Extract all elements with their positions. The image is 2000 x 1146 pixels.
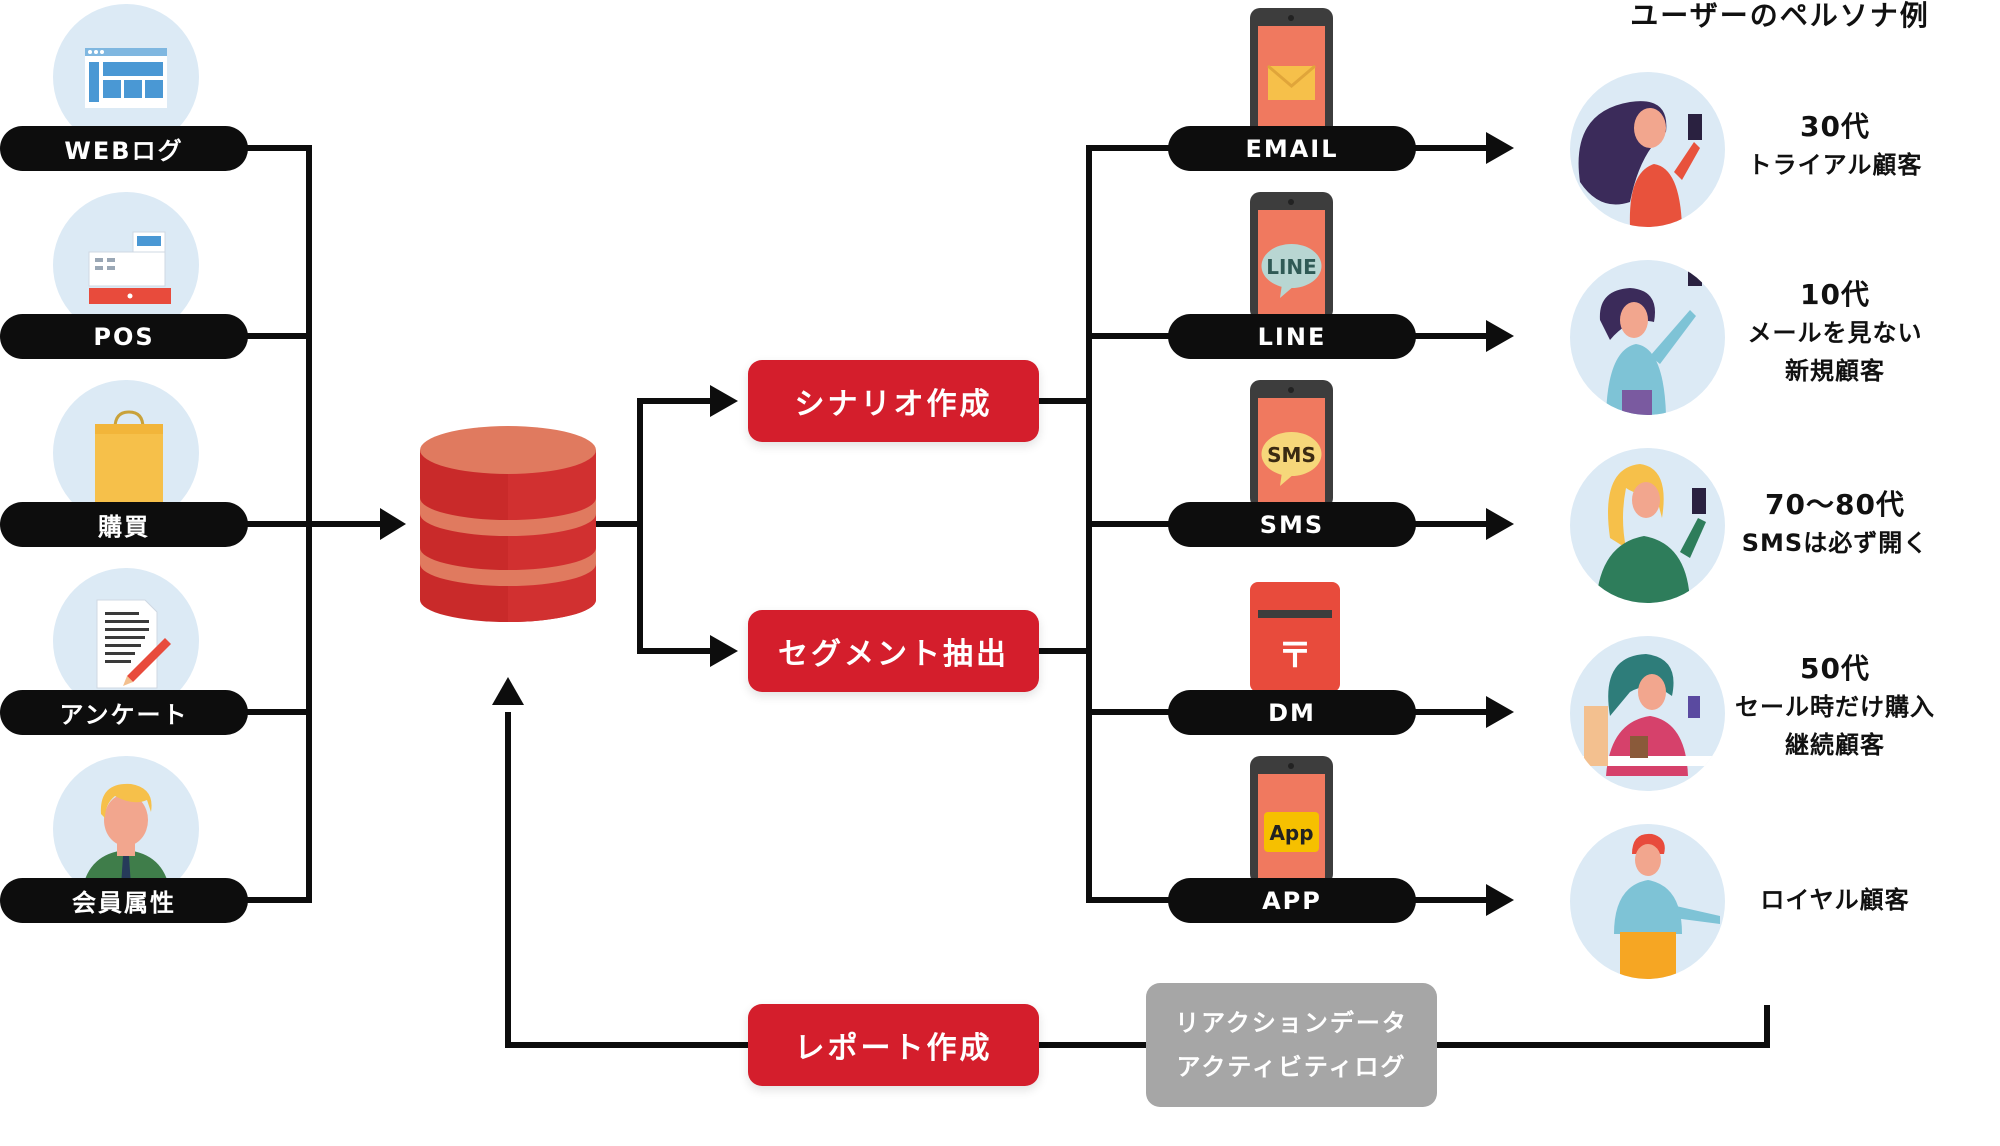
arrow-to-database	[380, 508, 406, 540]
persona-2-text: 10代 メールを見ない 新規顧客	[1735, 276, 1935, 390]
app-badge-text: App	[1269, 821, 1313, 845]
channel-pill-email: EMAIL	[1168, 126, 1416, 171]
channel-pill-sms: SMS	[1168, 502, 1416, 547]
persona-5-line-1: ロイヤル顧客	[1760, 886, 1910, 914]
persona-2-age: 10代	[1800, 278, 1870, 311]
persona-2-line-1: メールを見ない	[1747, 319, 1923, 347]
source-pill-purchase: 購買	[0, 502, 248, 547]
app-phone-icon: App	[1250, 756, 1333, 884]
persona-5-text: ロイヤル顧客	[1735, 881, 1935, 919]
web-page-icon	[53, 4, 199, 150]
arrow-to-persona-5	[1486, 884, 1514, 916]
activity-log-label: アクティビティログ	[1176, 1053, 1407, 1081]
persona-4-age: 50代	[1800, 652, 1870, 685]
persona-1-line-1: トライアル顧客	[1747, 151, 1923, 179]
persona-2-line-2: 新規顧客	[1785, 357, 1885, 385]
persona-man-phone-icon	[1570, 824, 1725, 979]
postbox-icon: 〒	[1250, 582, 1340, 692]
persona-woman-phone-icon	[1570, 72, 1725, 227]
channel-pill-line: LINE	[1168, 314, 1416, 359]
persona-senior-woman-icon	[1570, 448, 1725, 603]
survey-document-icon	[53, 568, 199, 714]
arrow-to-persona-1	[1486, 132, 1514, 164]
persona-4-line-2: 継続顧客	[1785, 731, 1885, 759]
source-pill-survey: アンケート	[0, 690, 248, 735]
postbox-mark: 〒	[1278, 636, 1312, 676]
source-pill-web-log: WEBログ	[0, 126, 248, 171]
channel-pill-dm: DM	[1168, 690, 1416, 735]
persona-1-age: 30代	[1800, 110, 1870, 143]
arrow-to-persona-4	[1486, 696, 1514, 728]
scenario-button[interactable]: シナリオ作成	[748, 360, 1039, 442]
report-button[interactable]: レポート作成	[748, 1004, 1039, 1086]
segment-button[interactable]: セグメント抽出	[748, 610, 1039, 692]
persona-4-line-1: セール時だけ購入	[1735, 693, 1935, 721]
persona-cafe-woman-icon	[1570, 636, 1725, 791]
arrow-to-segment	[710, 635, 738, 667]
persona-3-age: 70〜80代	[1765, 488, 1905, 521]
connector-lines	[240, 145, 1770, 1048]
source-pill-member: 会員属性	[0, 878, 248, 923]
persona-title: ユーザーのペルソナ例	[1630, 0, 1930, 32]
source-pill-pos: POS	[0, 314, 248, 359]
arrow-to-persona-2	[1486, 320, 1514, 352]
line-badge-text: LINE	[1266, 255, 1317, 279]
persona-3-line-1: SMSは必ず開く	[1741, 529, 1929, 557]
shopping-bag-icon	[53, 380, 199, 526]
channel-pill-app: APP	[1168, 878, 1416, 923]
line-phone-icon: LINE	[1250, 192, 1333, 320]
arrowheads	[380, 132, 1514, 916]
reaction-data-box: リアクションデータ アクティビティログ	[1146, 983, 1437, 1107]
sms-phone-icon: SMS	[1250, 380, 1333, 508]
arrow-to-persona-3	[1486, 508, 1514, 540]
persona-1-text: 30代 トライアル顧客	[1735, 108, 1935, 184]
persona-3-text: 70〜80代 SMSは必ず開く	[1735, 486, 1935, 562]
persona-4-text: 50代 セール時だけ購入 継続顧客	[1735, 650, 1935, 764]
reaction-data-label: リアクションデータ	[1175, 1009, 1408, 1037]
arrow-feedback-to-database	[492, 677, 524, 705]
sms-badge-text: SMS	[1267, 443, 1316, 467]
database-icon	[420, 426, 596, 622]
email-phone-icon	[1250, 8, 1333, 136]
persona-teen-phone-icon	[1570, 260, 1725, 415]
cash-register-icon	[53, 192, 199, 338]
arrow-to-scenario	[710, 385, 738, 417]
